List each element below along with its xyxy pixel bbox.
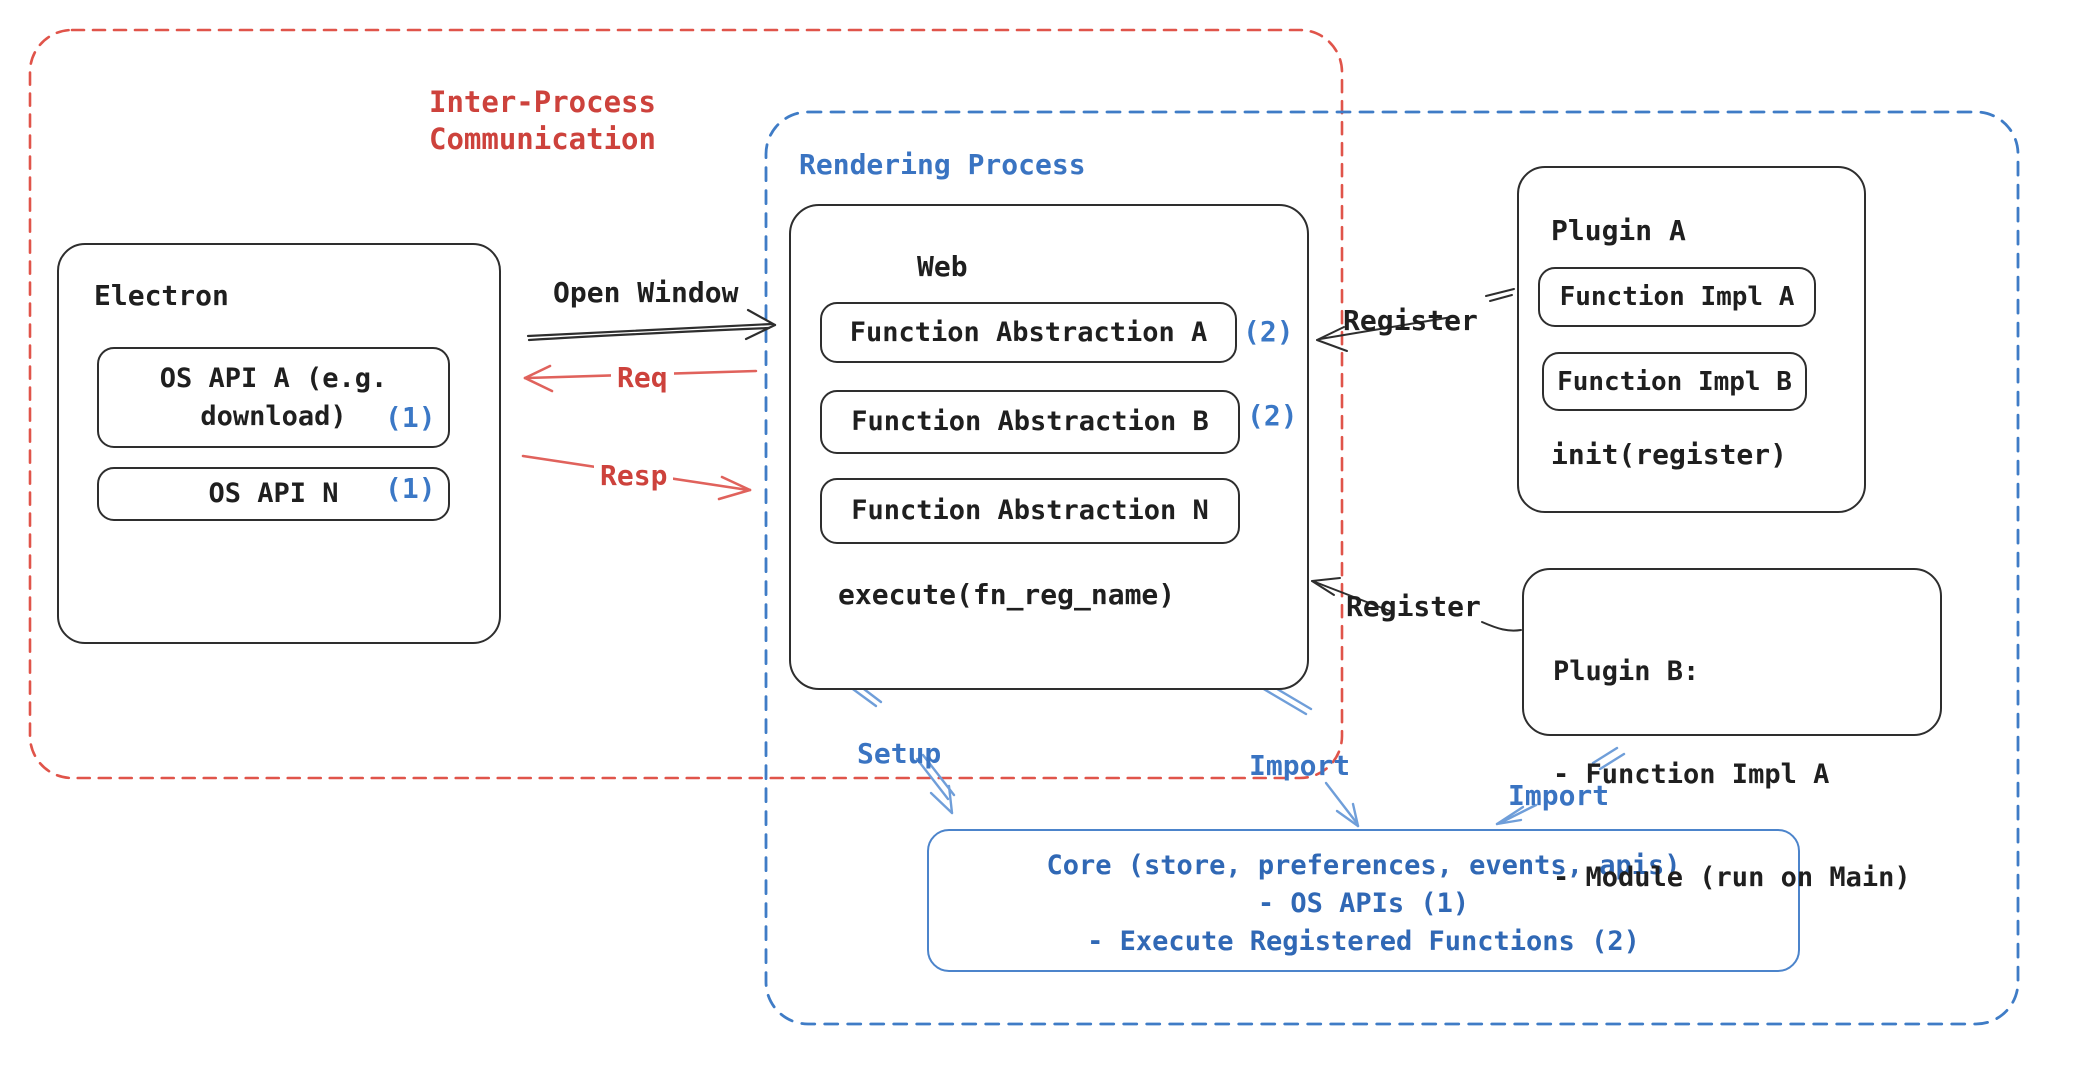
os-api-n-box: OS API N xyxy=(97,467,450,521)
plugin-b-item-module: - Module (run on Main) xyxy=(1553,862,1911,893)
register-top-arrow xyxy=(1316,288,1515,352)
plugin-a-init-label: init(register) xyxy=(1551,438,1788,471)
rendering-region-label: Rendering Process xyxy=(799,148,1086,181)
function-abstraction-a-badge: (2) xyxy=(1243,315,1294,348)
register-bottom-label: Register xyxy=(1346,590,1481,623)
req-label: Req xyxy=(611,359,674,397)
resp-label: Resp xyxy=(594,457,674,495)
setup-label: Setup xyxy=(857,737,942,770)
function-abstraction-n-label: Function Abstraction N xyxy=(851,495,1209,526)
plugin-a-title: Plugin A xyxy=(1551,214,1686,247)
plugin-b-item-impl-a: - Function Impl A xyxy=(1553,759,1830,790)
open-window-arrow xyxy=(526,308,777,342)
function-impl-a-box: Function Impl A xyxy=(1538,267,1816,327)
function-abstraction-n-box: Function Abstraction N xyxy=(820,478,1240,544)
register-bottom-arrow xyxy=(1311,577,1522,632)
os-api-n-badge: (1) xyxy=(385,472,436,505)
function-abstraction-b-badge: (2) xyxy=(1247,399,1298,432)
function-abstraction-a-label: Function Abstraction A xyxy=(849,316,1208,348)
plugin-b-box xyxy=(1522,568,1942,736)
core-item-os-apis: - OS APIs (1) xyxy=(1257,887,1470,919)
core-title: Core (store, preferences, events, apis) xyxy=(1046,849,1681,881)
plugin-b-text: Plugin B: - Function Impl A - Module (ru… xyxy=(1553,590,1911,959)
function-impl-b-label: Function Impl B xyxy=(1557,366,1792,397)
function-abstraction-b-box: Function Abstraction B xyxy=(820,390,1240,454)
os-api-a-line1: OS API A (e.g. xyxy=(159,362,388,394)
core-box: Core (store, preferences, events, apis) … xyxy=(927,829,1800,972)
os-api-a-line2: download) xyxy=(200,400,347,432)
register-top-label: Register xyxy=(1343,304,1478,337)
plugin-b-title: Plugin B: xyxy=(1553,656,1700,687)
open-window-label: Open Window xyxy=(553,276,739,309)
ipc-region-label: Inter-Process Communication xyxy=(429,85,656,156)
function-abstraction-b-label: Function Abstraction B xyxy=(851,406,1209,437)
execute-label: execute(fn_reg_name) xyxy=(838,578,1176,611)
function-abstraction-a-box: Function Abstraction A xyxy=(820,302,1237,363)
web-title: Web xyxy=(917,250,968,283)
ipc-region-boundary xyxy=(28,28,1344,780)
os-api-a-box: OS API A (e.g. download) xyxy=(97,347,450,448)
function-impl-a-label: Function Impl A xyxy=(1559,282,1795,312)
plugin-a-box xyxy=(1517,166,1866,513)
os-api-n-label: OS API N xyxy=(208,478,339,509)
rendering-region-boundary xyxy=(764,110,2020,1026)
import-plugin-label: Import xyxy=(1508,779,1610,812)
import-web-arrow xyxy=(1260,681,1360,828)
electron-title: Electron xyxy=(94,279,229,312)
core-item-execute: - Execute Registered Functions (2) xyxy=(1087,925,1640,957)
import-web-label: Import xyxy=(1249,749,1351,782)
os-api-a-badge: (1) xyxy=(385,401,436,434)
function-impl-b-box: Function Impl B xyxy=(1542,352,1807,411)
import-plugin-arrow xyxy=(1495,746,1626,826)
